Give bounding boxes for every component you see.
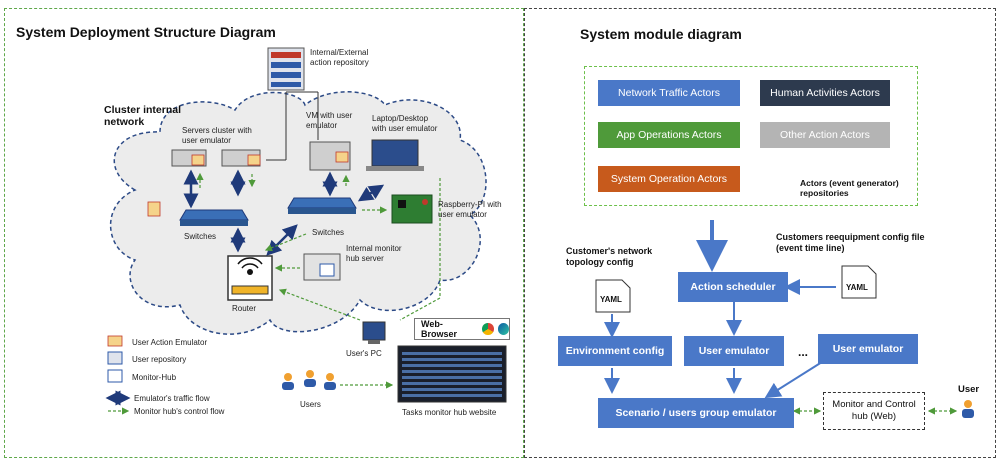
environment-config-box: Environment config: [558, 336, 672, 366]
scenario-box: Scenario / users group emulator: [598, 398, 794, 428]
yaml-right-label: YAML: [846, 283, 868, 292]
customer-requirement-label: Customers reequipment config file (event…: [776, 232, 925, 253]
user-emulator-box-1: User emulator: [684, 336, 784, 366]
action-scheduler-box: Action scheduler: [678, 272, 788, 302]
website-label: Tasks monitor hub website: [402, 408, 497, 417]
legend-traffic-flow: Emulator's traffic flow: [134, 394, 210, 403]
users-pc-label: User's PC: [346, 349, 382, 358]
yaml-doc-icon: [595, 265, 877, 313]
customer-topology-label: Customer's network topology config: [566, 246, 653, 267]
app-actors-box: App Operations Actors: [598, 122, 740, 148]
repository-icon: [267, 47, 305, 91]
raspberry-pi-icon: [391, 194, 433, 224]
ellipsis-label: ...: [798, 345, 809, 359]
router-icon: [227, 255, 273, 301]
module-panel: [524, 8, 996, 458]
vm-label: VM with user emulator: [306, 111, 353, 130]
user-icon: [962, 400, 974, 418]
website-screenshot: [397, 345, 507, 403]
router-label: Router: [232, 304, 257, 313]
user-label: User: [958, 384, 980, 395]
switch-icon: [179, 197, 357, 226]
network-actors-box: Network Traffic Actors: [598, 80, 740, 106]
yaml-left-label: YAML: [600, 295, 622, 304]
actors-caption: Actors (event generator) repositories: [800, 178, 899, 198]
chrome-icon: [482, 323, 494, 335]
deployment-title: System Deployment Structure Diagram: [16, 24, 276, 40]
user-emulator-box-2: User emulator: [818, 334, 918, 364]
monitor-server-icon: [303, 253, 341, 281]
repository-label: Internal/External action repository: [310, 48, 369, 67]
raspberry-label: Raspberry-PI with user emulator: [438, 200, 502, 219]
other-actors-box: Other Action Actors: [760, 122, 890, 148]
legend-monitor-hub: Monitor-Hub: [132, 373, 177, 382]
laptop-label: Laptop/Desktop with user emulator: [372, 114, 438, 133]
user-pc-icon: [362, 321, 386, 344]
laptop-icon: [366, 139, 424, 171]
switches-right-label: Switches: [312, 228, 345, 237]
module-title: System module diagram: [580, 26, 742, 42]
users-icon: [282, 370, 336, 390]
system-actors-box: System Operation Actors: [598, 166, 740, 192]
legend-repository: User repository: [132, 355, 187, 364]
switches-left-label: Switches: [184, 232, 217, 241]
deployment-panel: [4, 8, 524, 458]
legend-emulator: User Action Emulator: [132, 338, 208, 347]
web-browser-button: Web-Browser: [414, 318, 510, 340]
users-label: Users: [300, 400, 321, 409]
monitor-server-label: Internal monitor hub server: [346, 244, 402, 263]
edge-icon: [497, 323, 509, 335]
monitor-hub-box: Monitor and Control hub (Web): [823, 392, 925, 430]
cluster-label: Cluster internal network: [104, 104, 182, 128]
servers-label: Servers cluster with user emulator: [182, 126, 252, 145]
legend-icons: [105, 335, 131, 415]
web-browser-label: Web-Browser: [421, 319, 458, 339]
legend-control-flow: Monitor hub's control flow: [134, 407, 225, 416]
actors-group: [584, 66, 918, 206]
human-actors-box: Human Activities Actors: [760, 80, 890, 106]
